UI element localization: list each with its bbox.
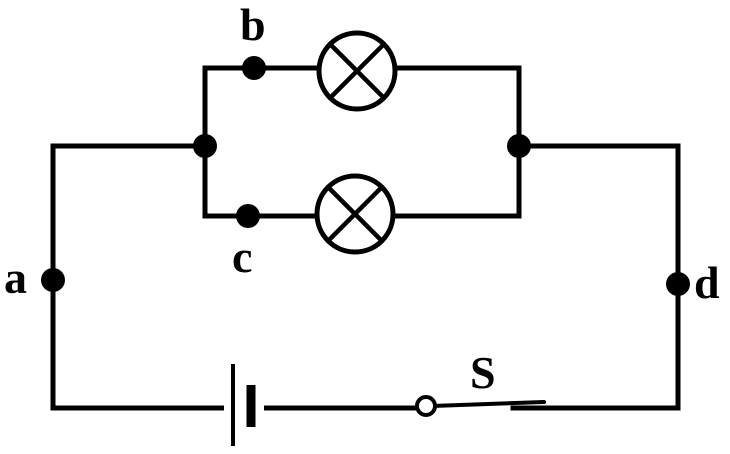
wire-left-top — [50, 143, 238, 411]
label-d: d — [694, 257, 720, 308]
point-c-dot — [236, 204, 260, 228]
lamp-bottom-icon — [314, 173, 396, 255]
point-b-dot — [242, 56, 266, 80]
label-a: a — [4, 252, 27, 303]
wire-top-branch — [202, 65, 522, 149]
wire-right-return — [510, 143, 681, 411]
wire-bottom-branch — [202, 143, 522, 219]
battery-icon — [224, 364, 264, 446]
point-d-dot — [666, 272, 690, 296]
lamp-top-icon — [316, 30, 398, 112]
point-a-dot — [41, 268, 65, 292]
switch-icon — [415, 395, 546, 417]
label-switch: S — [470, 347, 496, 398]
label-b: b — [240, 0, 266, 50]
junction-left — [193, 134, 217, 158]
label-c: c — [232, 231, 252, 282]
junction-right — [507, 134, 531, 158]
